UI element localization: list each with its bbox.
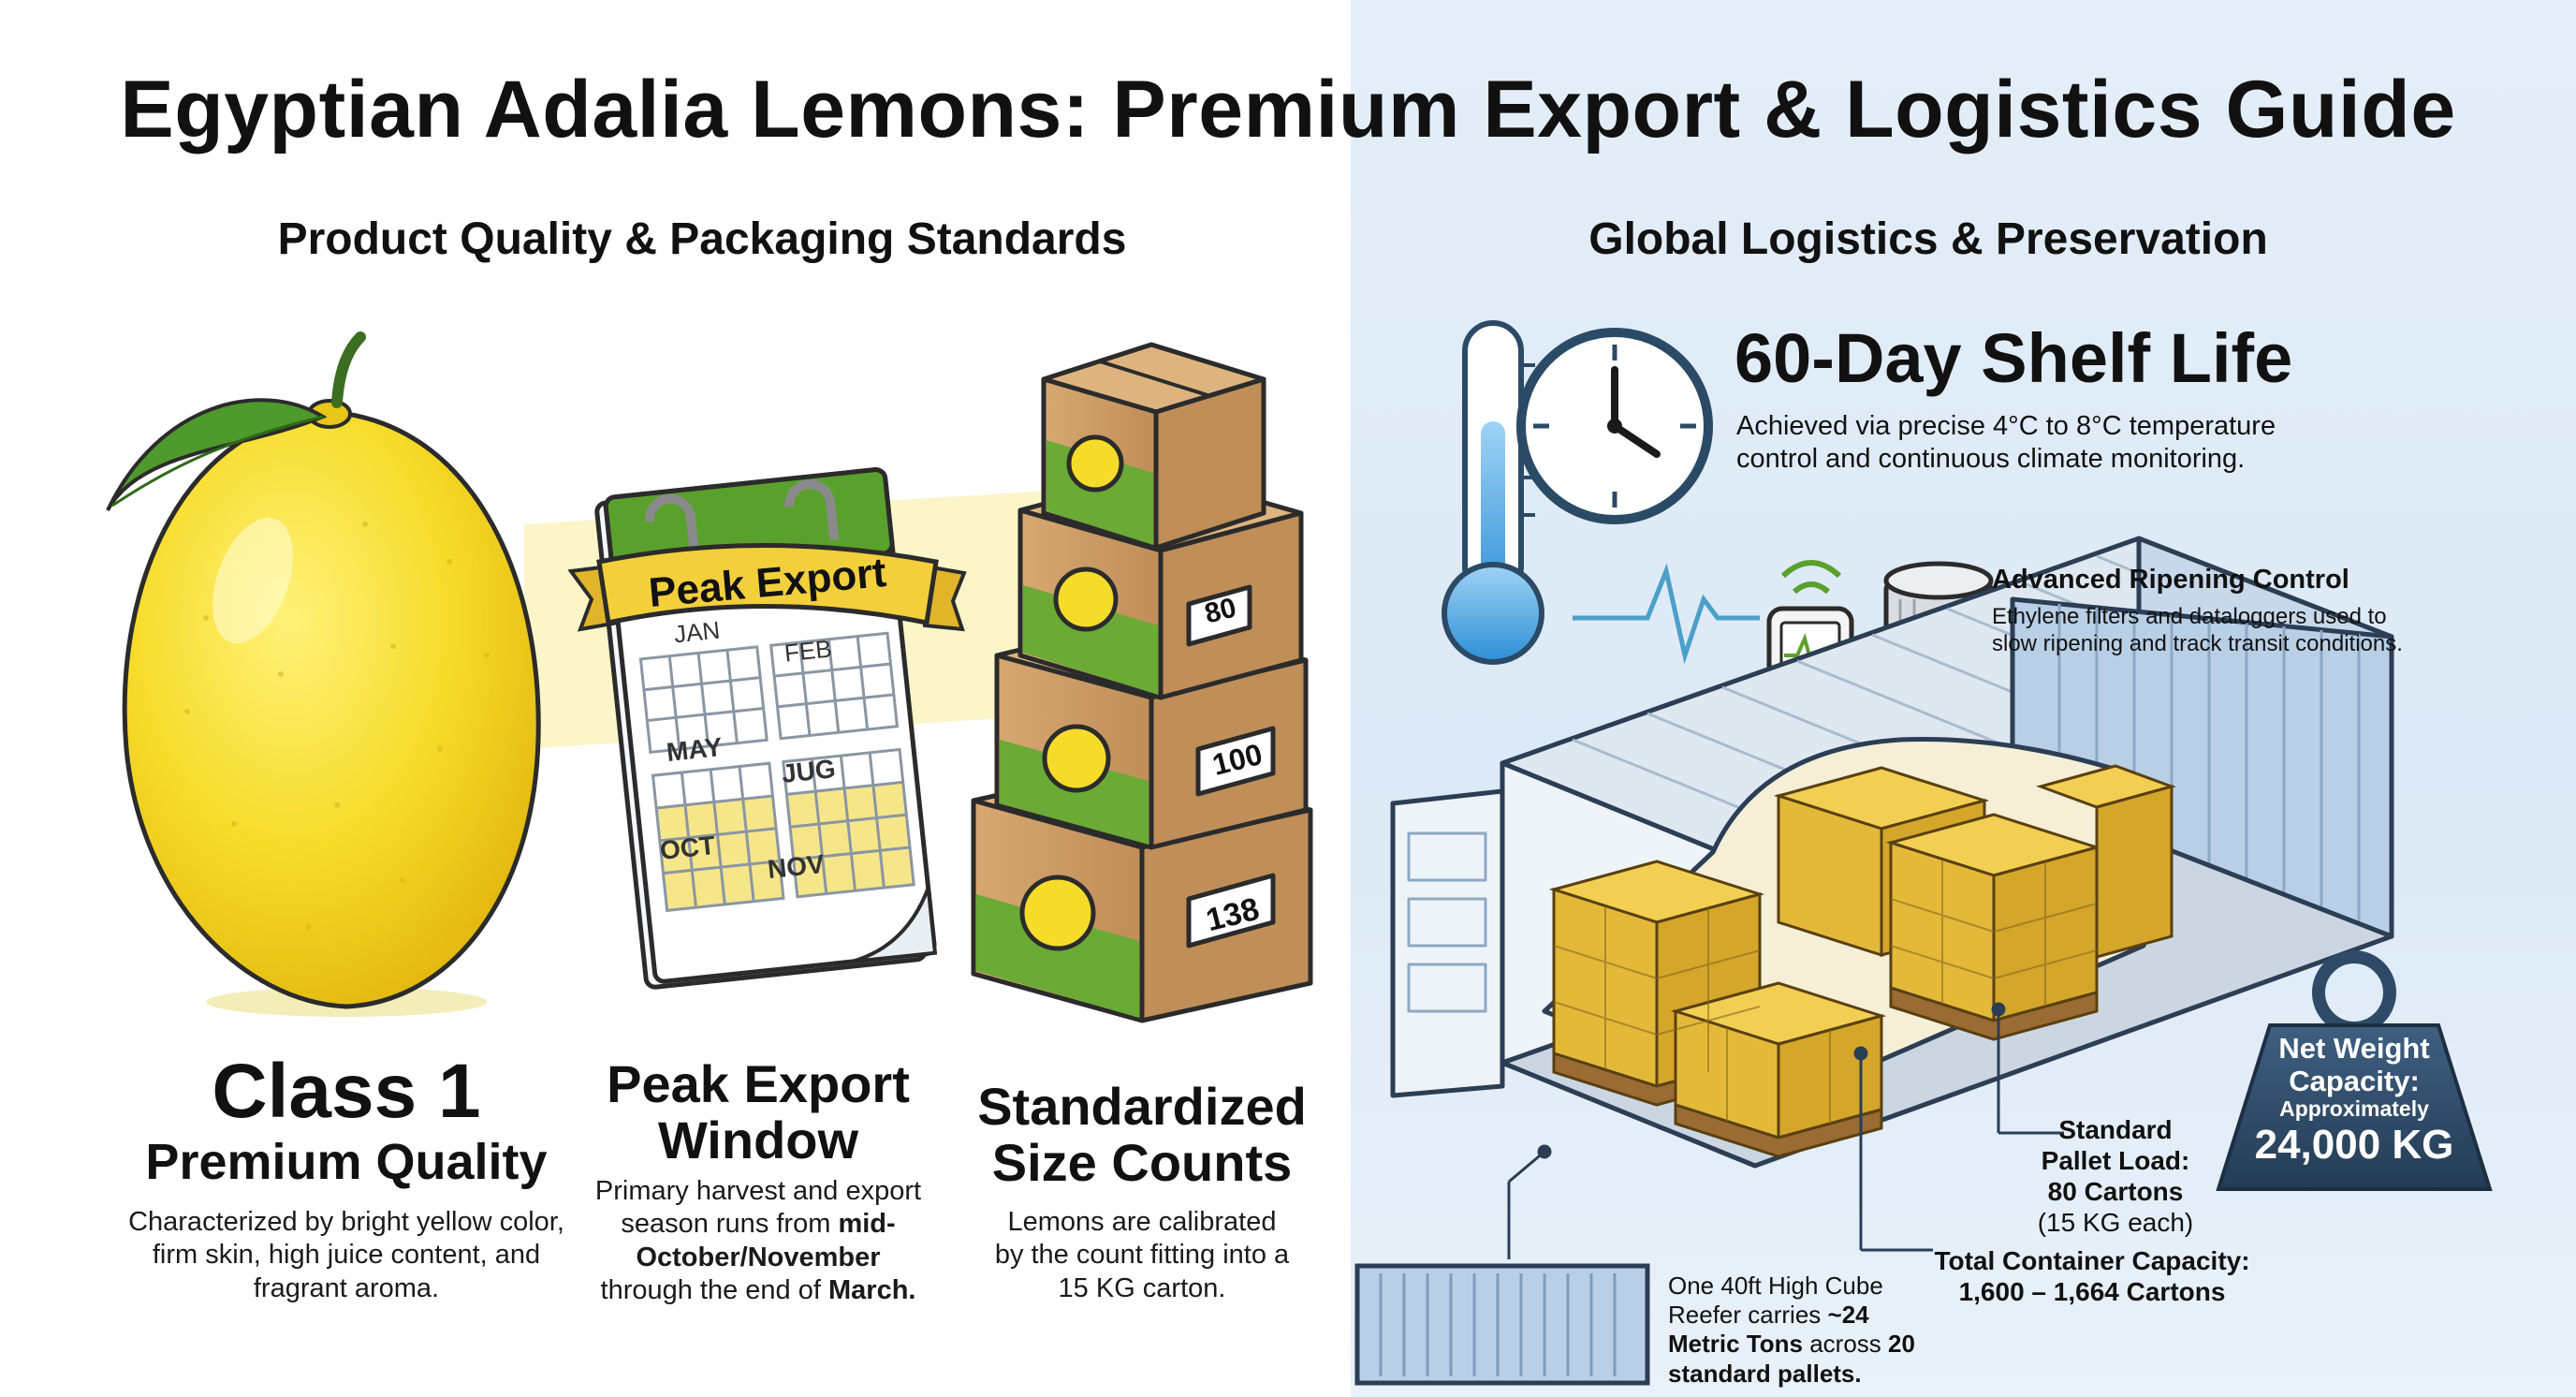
calendar-month-feb: FEB [783,634,833,668]
calendar-month-jan: JAN [672,615,722,649]
weight-line3: Approximately [2279,1096,2429,1122]
sizes-title-line2: Size Counts [991,1133,1293,1192]
total-capacity-callout: Total Container Capacity: 1,600 – 1,664 … [1924,1245,2261,1307]
thermometer-icon [1442,320,1544,665]
quality-class-label: Class 1 [212,1049,481,1134]
left-section-heading: Product Quality & Packaging Standards [277,214,1127,264]
quality-subtitle: Premium Quality [145,1134,548,1190]
pallet-load-callout: Standard Pallet Load: 80 Cartons (15 KG … [2003,1114,2228,1238]
reefer-bold1: ~24 Metric Tons [1668,1301,1869,1359]
window-desc-bold1: mid-October/November [636,1209,896,1272]
right-section-heading: Global Logistics & Preservation [1588,214,2268,264]
reefer-bold2: 20 standard pallets. [1668,1330,1915,1388]
pallet-front-center [1670,981,1887,1158]
carton-stack [971,342,1313,1023]
window-desc-bold2: March. [828,1275,916,1306]
leader-lines [1507,1002,2064,1259]
quality-description: Characterized by bright yellow color, fi… [128,1207,564,1303]
calendar-month-oct: OCT [658,830,717,866]
window-title-line2: Window [657,1110,859,1169]
pulse-line [1573,563,1760,665]
page-title: Egyptian Adalia Lemons: Premium Export &… [120,65,2456,154]
pallet-line3: 80 Cartons [2047,1177,2184,1207]
calendar-month-jug: JUG [780,754,837,788]
small-container-icon [1354,1263,1650,1386]
calendar-month-nov: NOV [766,848,827,885]
shelf-life-description: Achieved via precise 4°C to 8°C temperat… [1736,411,2276,475]
lemon-illustration [106,331,541,1017]
calendar-month-may: MAY [665,731,724,768]
weight-line2: Capacity: [2289,1064,2420,1097]
pallet-line1: Standard [2058,1115,2173,1144]
pallet-line2: Pallet Load: [2041,1146,2190,1176]
ripening-title: Advanced Ripening Control [1992,565,2349,595]
sizes-description: Lemons are calibrated by the count fitti… [994,1207,1290,1303]
window-title-line1: Peak Export [607,1054,910,1113]
window-description: Primary harvest and export season runs f… [590,1175,927,1308]
reefer-description: One 40ft High Cube Reefer carries ~24 Me… [1668,1272,1939,1389]
weight-label: Net Weight Capacity: Approximately 24,00… [2228,1032,2481,1169]
weight-icon [2216,950,2493,1191]
reefer-mid: across [1809,1330,1881,1359]
reefer-pre: One 40ft High Cube Reefer carries [1668,1272,1883,1330]
window-desc-mid: through the end of [600,1275,821,1306]
total-line1: Total Container Capacity: [1934,1246,2250,1275]
window-desc-pre: Primary harvest and export season runs f… [594,1176,922,1240]
total-line2: 1,600 – 1,664 Cartons [1958,1277,2226,1307]
weight-line1: Net Weight [2278,1032,2430,1065]
weight-value: 24,000 KG [2254,1122,2454,1169]
peak-export-banner [567,543,967,632]
ripening-description: Ethylene filters and dataloggers used to… [1992,604,2403,656]
sizes-title-line1: Standardized [977,1077,1307,1136]
clock-icon [1516,328,1713,524]
pallet-line4: (15 KG each) [2037,1208,2194,1238]
shelf-life-title: 60-Day Shelf Life [1734,319,2293,397]
